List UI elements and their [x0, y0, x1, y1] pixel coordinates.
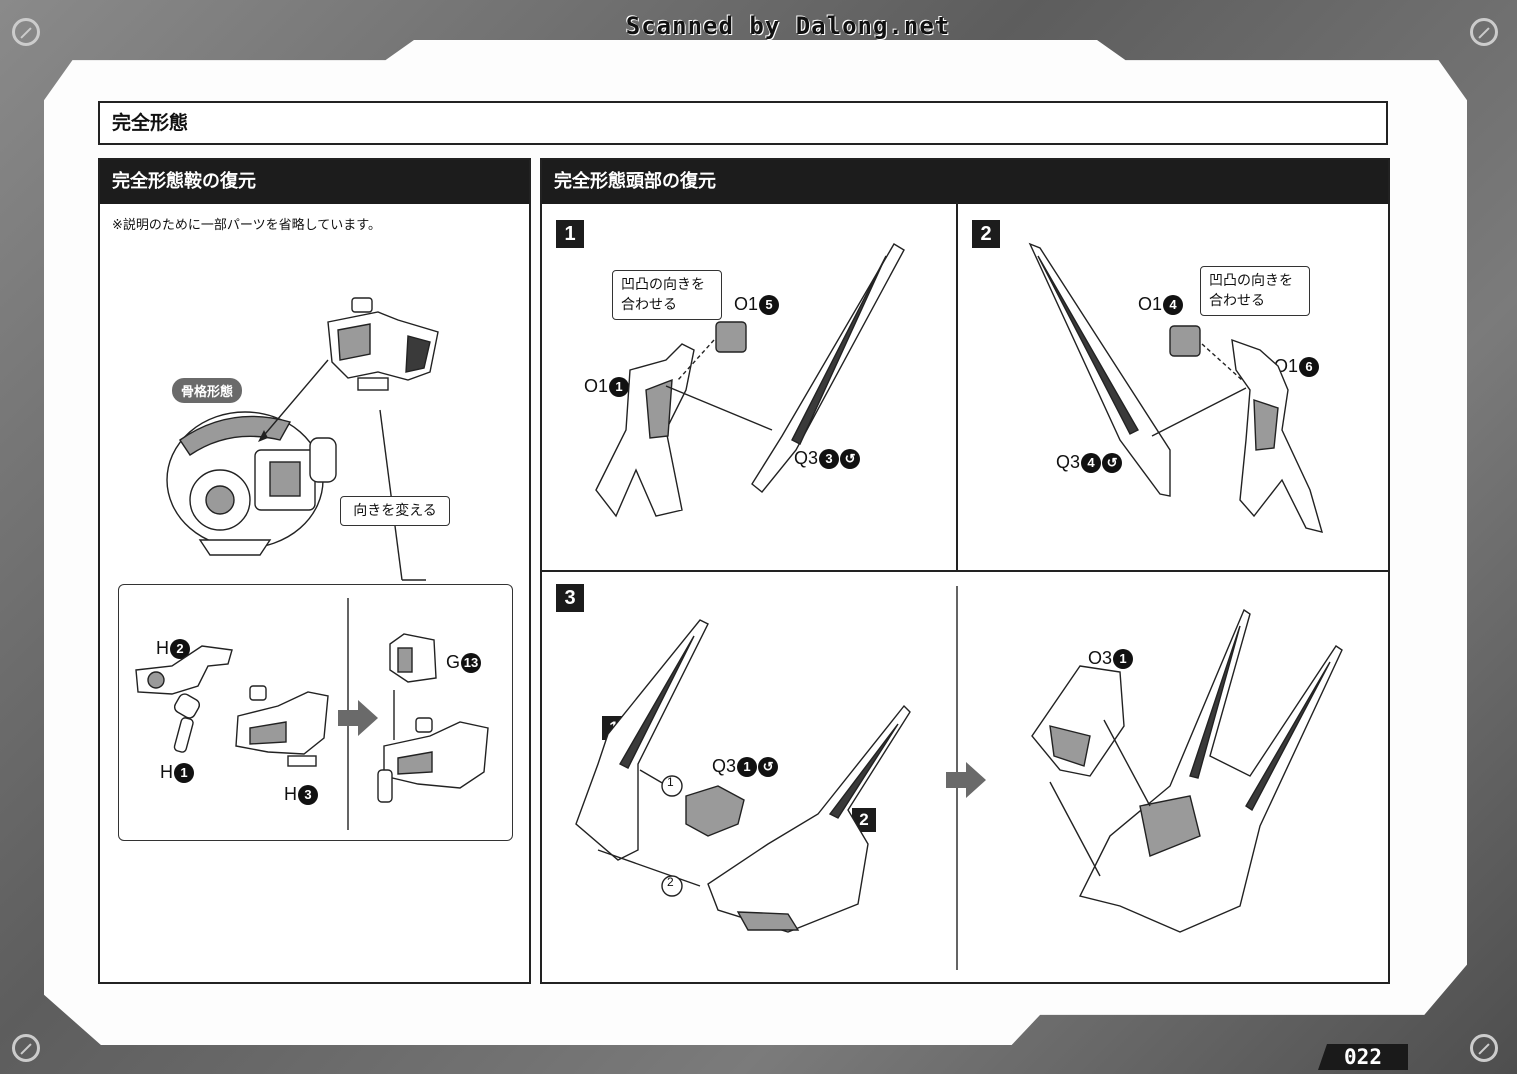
saddle-part-illustration	[327, 297, 439, 391]
part-letter: H	[156, 638, 169, 658]
part-number: 13	[461, 653, 482, 674]
step-3-parts-illustration	[575, 619, 911, 933]
step-3-badge: 3	[556, 584, 584, 612]
step-2-align-callout: 凹凸の向きを 合わせる	[1200, 266, 1310, 316]
order-mark-2: 2	[667, 875, 674, 889]
part-letter: Q3	[1056, 452, 1081, 472]
callout-line: 合わせる	[1209, 293, 1265, 309]
step-1-badge: 1	[556, 220, 584, 248]
part-number: 1	[174, 763, 194, 784]
callout-line: 合わせる	[621, 297, 677, 313]
part-letter: H	[284, 784, 297, 804]
part-number: 4	[1081, 453, 1102, 474]
omitted-parts-note: ※説明のために一部パーツを省略しています。	[112, 218, 381, 233]
part-number: 3	[819, 449, 840, 470]
corner-compass-icon	[12, 18, 40, 46]
step-1-illustration	[595, 243, 905, 518]
part-letter: O1	[734, 294, 759, 314]
assembly-lines	[258, 359, 426, 581]
part-letter: H	[160, 762, 173, 782]
cut-symbol-icon: ↺	[840, 449, 861, 470]
part-letter: O1	[1138, 294, 1163, 314]
completed-head-illustration	[1031, 608, 1343, 933]
part-number: 5	[759, 295, 780, 316]
saddle-restore-panel: 完全形態鞍の復元	[98, 158, 531, 984]
next-step-arrow-icon	[946, 762, 986, 798]
h1-part-illustration	[173, 693, 201, 753]
part-letter: Q3	[712, 756, 737, 776]
cut-symbol-icon: ↺	[758, 757, 779, 778]
corner-compass-icon	[1470, 1034, 1498, 1062]
corner-compass-icon	[1470, 18, 1498, 46]
part-letter: Q3	[794, 448, 819, 468]
scan-watermark: Scanned by Dalong.net	[625, 12, 951, 40]
part-letter: O3	[1088, 648, 1113, 668]
part-number: 4	[1163, 295, 1184, 316]
skeleton-form-label: 骨格形態	[172, 378, 243, 403]
part-letter: G	[446, 652, 461, 672]
change-direction-callout: 向きを変える	[340, 496, 450, 526]
page-title: 完全形態	[98, 101, 1388, 145]
part-number: 1	[737, 757, 758, 778]
part-number: 1	[609, 377, 630, 398]
step-2-badge: 2	[972, 220, 1000, 248]
part-number: 6	[1299, 357, 1320, 378]
skeleton-form-illustration	[166, 411, 337, 556]
order-mark-1: 1	[667, 775, 674, 789]
callout-line: 凹凸の向きを	[1209, 273, 1293, 289]
h2-part-illustration	[135, 645, 233, 695]
g13-part-illustration	[389, 633, 437, 683]
cut-symbol-icon: ↺	[1102, 453, 1123, 474]
h3-part-illustration	[235, 685, 329, 767]
part-number: 3	[298, 785, 318, 806]
step-2-illustration	[1028, 242, 1324, 533]
callout-line: 凹凸の向きを	[621, 277, 705, 293]
saddle-detail-box	[118, 584, 513, 841]
part-number: 1	[1113, 649, 1134, 670]
part-number: 2	[170, 639, 190, 660]
assembled-saddle-illustration	[377, 690, 489, 803]
corner-compass-icon	[12, 1034, 40, 1062]
next-step-arrow-icon	[338, 700, 378, 736]
step-divider-vertical	[956, 202, 958, 570]
head-restore-heading: 完全形態頭部の復元	[542, 160, 1388, 204]
part-letter: O1	[584, 376, 609, 396]
step-1-align-callout: 凹凸の向きを 合わせる	[612, 270, 722, 320]
saddle-restore-heading: 完全形態鞍の復元	[100, 160, 529, 204]
step-divider-horizontal	[540, 570, 1390, 572]
page-number: 022	[1318, 1044, 1408, 1070]
